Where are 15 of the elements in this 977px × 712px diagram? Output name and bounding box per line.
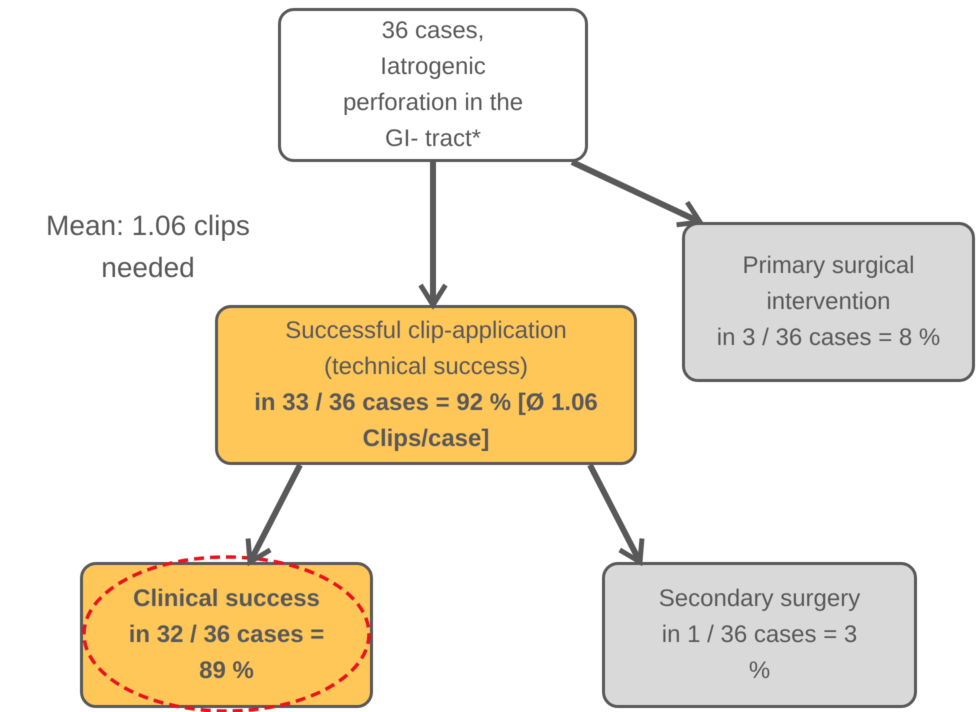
box-text: Secondary surgery in 1 / 36 cases = 3 % [658,584,862,686]
arrow [418,162,448,308]
result-box [215,305,637,465]
outcome-box [682,222,975,382]
box-text: 36 cases, Iatrogenic perforation in the GI- tract* [342,16,524,154]
process-box [278,8,588,162]
box-text: Clinical success in 32 / 36 cases = 89 % [128,584,326,686]
box-text: in 33 / 36 cases = 92 % [Ø 1.06 Clips/case] [253,388,599,454]
outcome-box [602,562,917,708]
box-text: in 3 / 36 cases = 8 % [716,323,940,353]
arrow [587,464,644,564]
arrow [246,464,303,564]
arrow [570,159,702,228]
box-text: Successful clip-application (technical success) [284,316,568,382]
annotation-text: Mean: 1.06 clips needed [45,209,251,285]
